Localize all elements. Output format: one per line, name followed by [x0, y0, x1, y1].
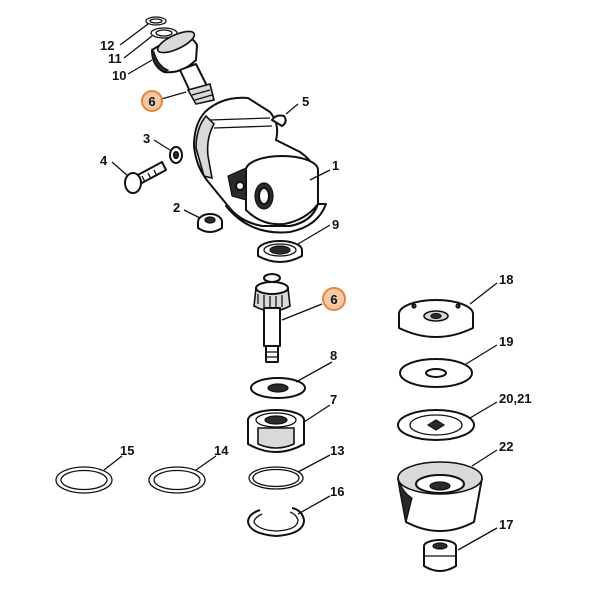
- part-13-o-ring: [248, 466, 304, 490]
- part-6-pinion-shaft-top: [179, 63, 215, 105]
- label-part-14: 14: [214, 443, 229, 458]
- label-part-6-top: 6: [148, 94, 155, 109]
- part-22-cup: [397, 461, 483, 532]
- part-6-gear-shaft: [253, 273, 291, 363]
- highlight-circle-part-6-mid: [322, 287, 346, 311]
- label-part-13: 13: [330, 443, 344, 458]
- label-part-18: 18: [499, 272, 513, 287]
- label-part-17: 17: [499, 517, 513, 532]
- part-18-cover-plate: [398, 299, 474, 338]
- part-9-ball-bearing: [257, 240, 303, 263]
- part-15-ring: [55, 466, 113, 494]
- label-part-19: 19: [499, 334, 513, 349]
- part-8-thrust-washer: [250, 377, 306, 399]
- label-part-5: 5: [302, 94, 309, 109]
- part-1-gear-housing: [193, 96, 327, 234]
- label-part-7: 7: [330, 392, 337, 407]
- label-part-1: 1: [332, 158, 339, 173]
- label-part-8: 8: [330, 348, 337, 363]
- part-2-plug: [197, 213, 223, 233]
- part-14-ring: [148, 466, 206, 494]
- label-part-22: 22: [499, 439, 513, 454]
- label-part-20-21: 20,21: [499, 391, 532, 406]
- label-part-6-mid: 6: [330, 292, 337, 307]
- label-part-16: 16: [330, 484, 344, 499]
- part-19-washer: [399, 358, 473, 388]
- part-7-ball-bearing: [247, 409, 305, 453]
- label-part-12: 12: [100, 38, 114, 53]
- leader-lines: [103, 23, 498, 551]
- part-12-circlip: [145, 16, 167, 26]
- part-3-washer: [169, 146, 183, 164]
- part-10-cap: [151, 30, 198, 74]
- highlight-circle-part-6-top: [141, 90, 163, 112]
- label-part-9: 9: [332, 217, 339, 232]
- part-4-screw: [124, 161, 167, 194]
- part-5-clip: [271, 114, 287, 127]
- part-16-circlip: [247, 507, 305, 537]
- label-part-2: 2: [173, 200, 180, 215]
- part-20-21-thrust-plate: [397, 409, 475, 441]
- label-part-3: 3: [143, 131, 150, 146]
- part-17-nut: [423, 539, 457, 572]
- label-part-4: 4: [100, 153, 108, 168]
- label-part-10: 10: [112, 68, 126, 83]
- part-11-washer: [150, 27, 178, 39]
- label-part-15: 15: [120, 443, 134, 458]
- label-part-11: 11: [108, 51, 122, 66]
